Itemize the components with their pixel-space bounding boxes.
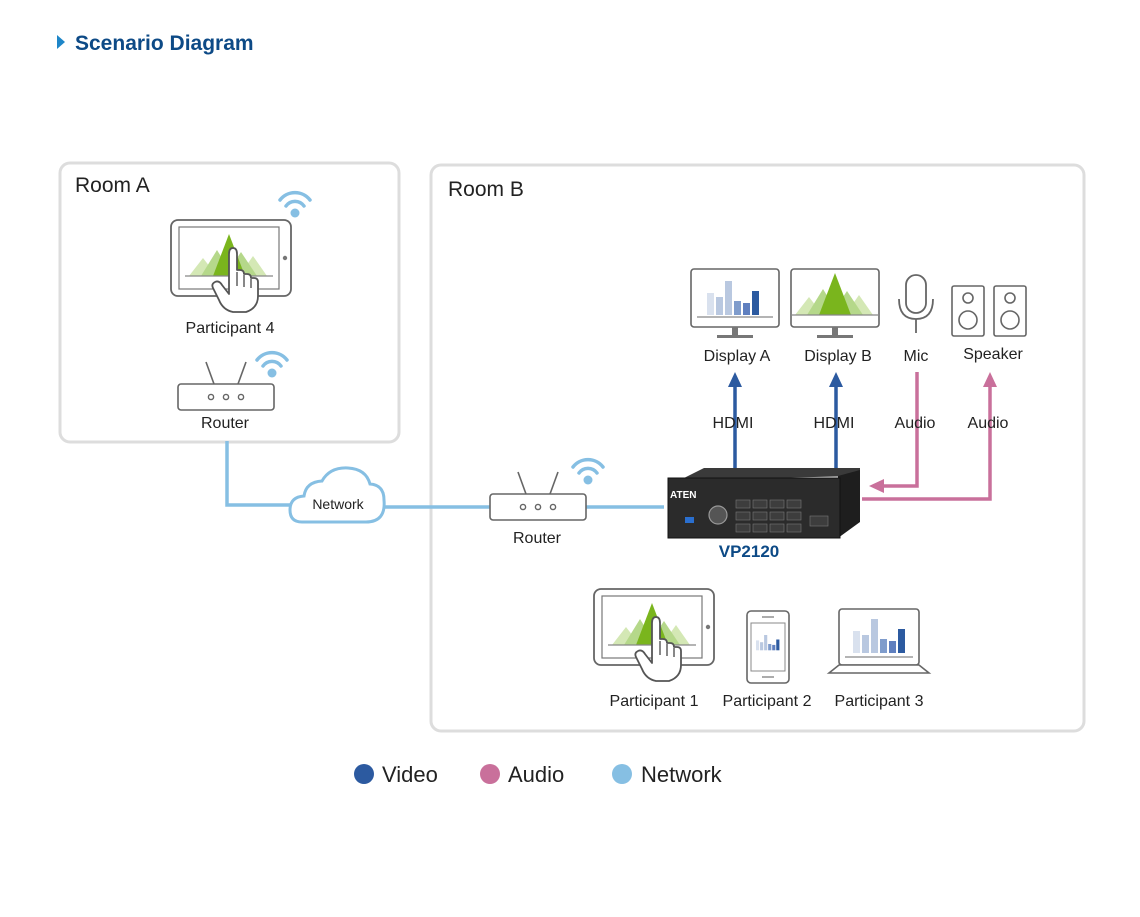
participant-4-label: Participant 4 [186,320,275,337]
participant-3-label: Participant 3 [835,693,924,710]
audio-link-mic [869,372,919,493]
participant-1-label: Participant 1 [610,693,699,710]
participant-2-label: Participant 2 [723,693,812,710]
router-a-label: Router [201,415,250,432]
display-b-label: Display B [804,348,872,365]
participant-2-phone [746,610,790,684]
speaker-label: Speaker [963,346,1023,363]
page-title: Scenario Diagram [75,32,254,55]
legend-video-swatch [354,764,374,784]
legend-network-label: Network [641,762,723,787]
cloud-icon [288,466,386,524]
room-a-title: Room A [75,174,150,197]
title-arrow-icon [57,35,65,49]
audio-link-speaker [862,372,997,501]
legend-video-label: Video [382,762,438,787]
display-b-icon [790,268,880,338]
mic-label: Mic [904,348,929,365]
room-b-title: Room B [448,178,524,201]
hdmi-label-display-b: HDMI [814,415,855,432]
video-link-display-b [829,372,843,470]
hdmi-label-display-a: HDMI [713,415,754,432]
mic-icon [898,274,934,333]
vp2120-brand: ATEN [670,490,696,501]
legend-audio-label: Audio [508,762,564,787]
legend-network-swatch [612,764,632,784]
cloud-label: Network [312,496,364,512]
router-b-label: Router [513,530,562,547]
speaker-icon [951,285,1027,337]
legend: Video Audio Network [354,762,723,787]
audio-label-speaker: Audio [968,415,1009,432]
display-a-label: Display A [704,348,771,365]
legend-audio-swatch [480,764,500,784]
video-link-display-a [728,372,742,470]
vp2120-device: ATEN [667,468,860,539]
audio-label-mic: Audio [895,415,936,432]
display-a-icon [690,268,780,338]
participant-3-laptop [826,608,932,674]
network-link [225,441,664,509]
vp2120-label: VP2120 [719,542,780,561]
